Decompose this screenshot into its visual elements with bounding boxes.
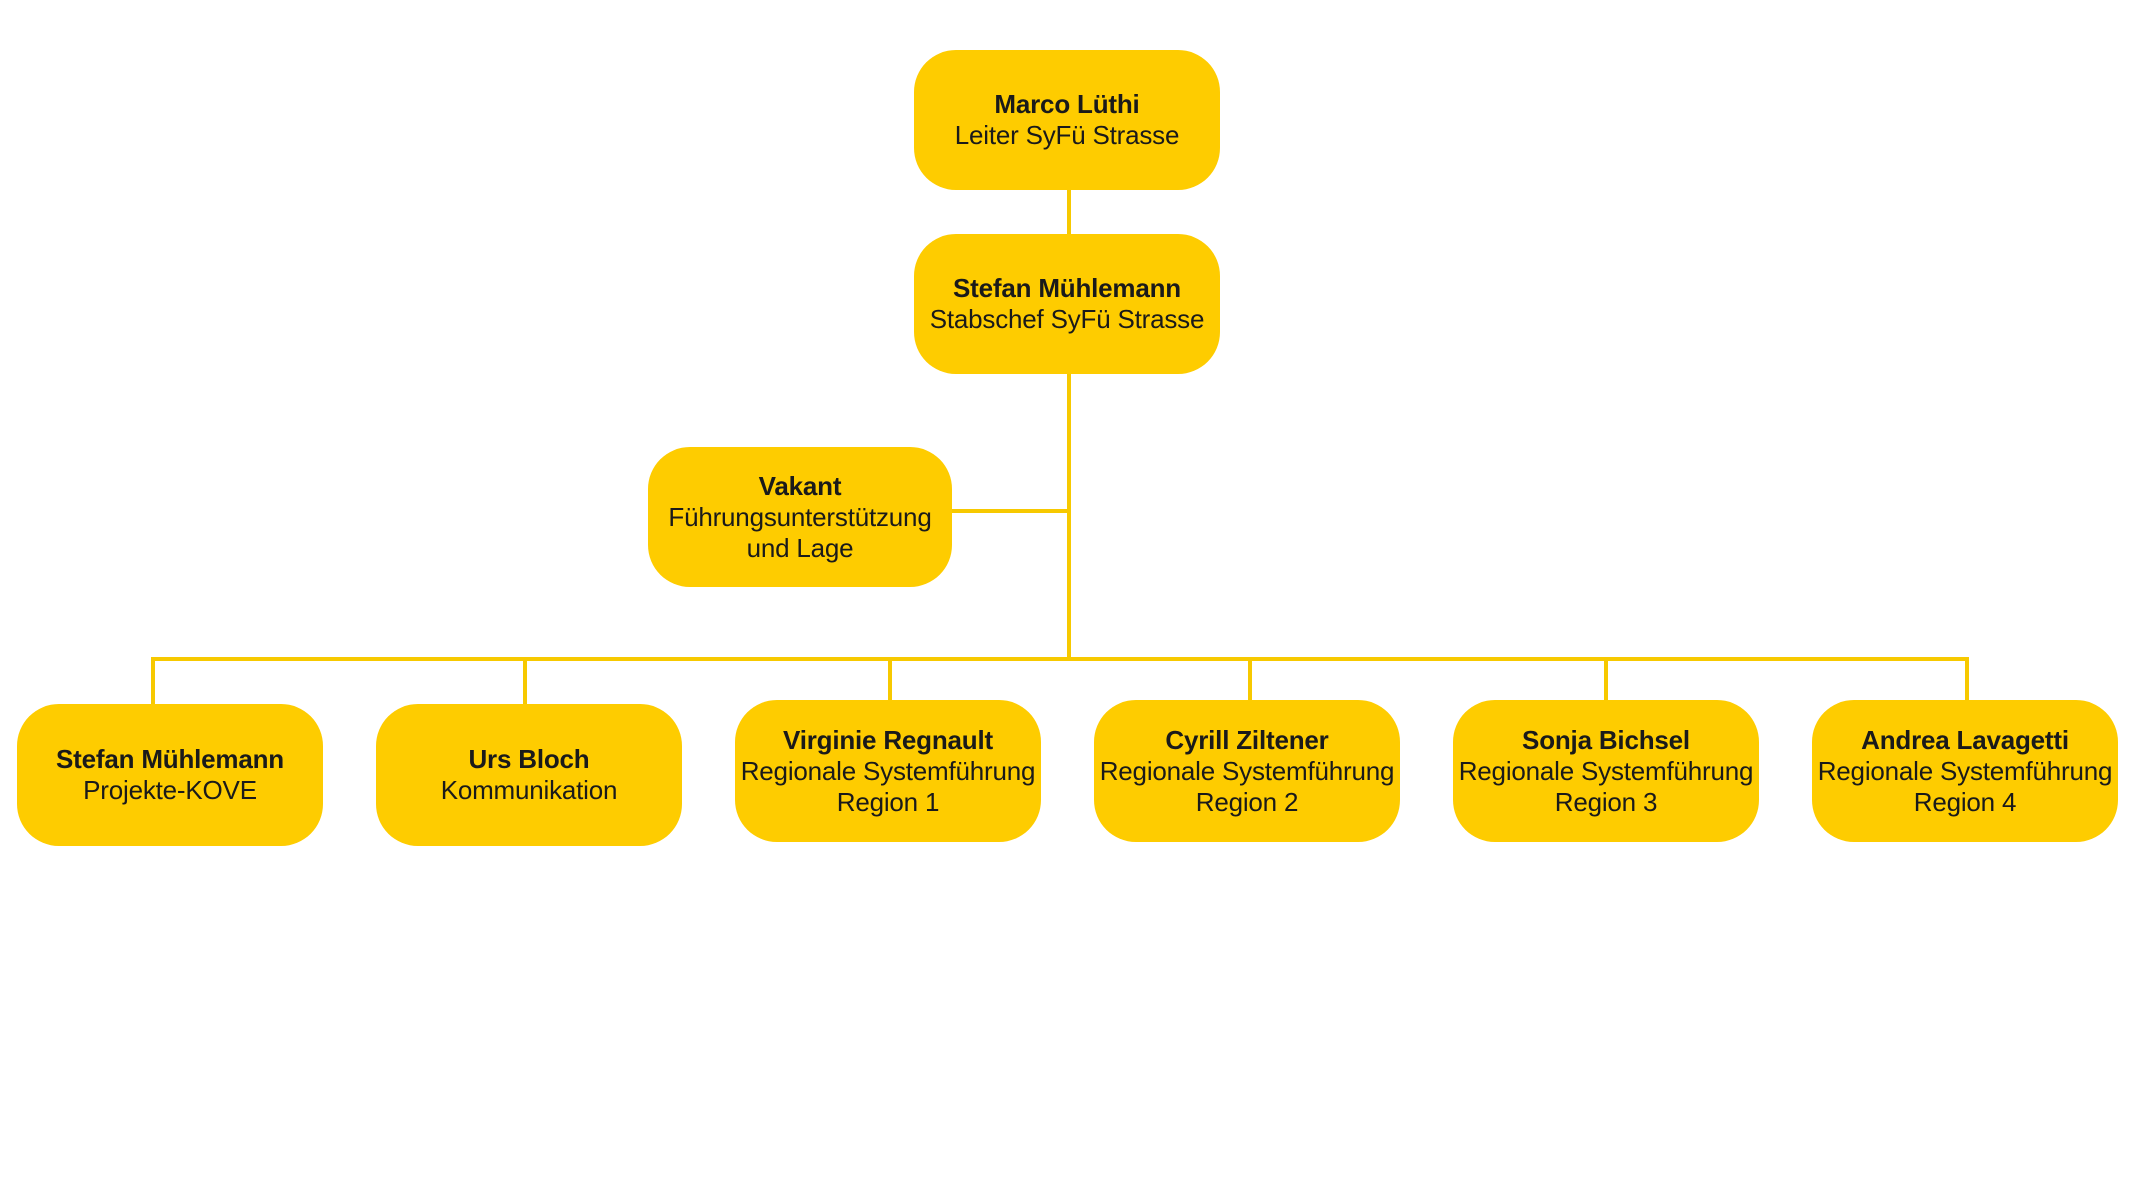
connector-drop-unit-2 — [523, 657, 527, 705]
node-name: Vakant — [758, 470, 842, 501]
node-role-line-1: Kommunikation — [440, 775, 618, 805]
connector-top-to-chief — [1067, 190, 1071, 235]
connector-drop-unit-4 — [1248, 657, 1252, 701]
org-node-unit-5: Sonja Bichsel Regionale Systemführung Re… — [1453, 700, 1759, 842]
org-node-unit-6: Andrea Lavagetti Regionale Systemführung… — [1812, 700, 2118, 842]
node-role-line-1: Führungsunterstützung — [668, 501, 932, 532]
node-role-line-1: Regionale Systemführung — [740, 755, 1036, 786]
node-name: Stefan Mühlemann — [56, 744, 284, 774]
node-role-line-1: Regionale Systemführung — [1458, 755, 1754, 786]
node-name: Sonja Bichsel — [1522, 724, 1690, 755]
connector-chief-trunk — [1067, 373, 1071, 661]
org-node-staff: Vakant Führungsunterstützung und Lage — [648, 447, 952, 587]
node-role-line-2: Region 2 — [1195, 786, 1299, 817]
org-node-unit-2: Urs Bloch Kommunikation — [376, 704, 682, 846]
org-node-head: Marco Lüthi Leiter SyFü Strasse — [914, 50, 1220, 190]
node-name: Andrea Lavagetti — [1861, 724, 2069, 755]
node-role: Stabschef SyFü Strasse — [929, 304, 1205, 334]
connector-drop-unit-5 — [1604, 657, 1608, 701]
connector-drop-unit-6 — [1965, 657, 1969, 701]
node-name: Urs Bloch — [468, 744, 590, 774]
org-node-unit-1: Stefan Mühlemann Projekte-KOVE — [17, 704, 323, 846]
org-node-chief-of-staff: Stefan Mühlemann Stabschef SyFü Strasse — [914, 234, 1220, 374]
node-name: Stefan Mühlemann — [953, 273, 1181, 303]
node-role-line-2: Region 4 — [1913, 786, 2017, 817]
node-role-line-1: Regionale Systemführung — [1817, 755, 2113, 786]
connector-staff-branch — [950, 509, 1071, 513]
connector-drop-unit-1 — [151, 657, 155, 705]
node-role-line-2: Region 1 — [836, 786, 940, 817]
org-node-unit-4: Cyrill Ziltener Regionale Systemführung … — [1094, 700, 1400, 842]
connector-horizontal-bus — [151, 657, 1969, 661]
node-role-line-1: Regionale Systemführung — [1099, 755, 1395, 786]
node-role-line-1: Projekte-KOVE — [83, 775, 257, 805]
node-role: Leiter SyFü Strasse — [954, 120, 1180, 150]
connector-drop-unit-3 — [888, 657, 892, 701]
node-role-line-2: Region 3 — [1554, 786, 1658, 817]
node-name: Virginie Regnault — [783, 724, 993, 755]
org-node-unit-3: Virginie Regnault Regionale Systemführun… — [735, 700, 1041, 842]
node-role-line-2: und Lage — [746, 532, 854, 563]
node-name: Cyrill Ziltener — [1165, 724, 1329, 755]
node-name: Marco Lüthi — [994, 89, 1140, 119]
